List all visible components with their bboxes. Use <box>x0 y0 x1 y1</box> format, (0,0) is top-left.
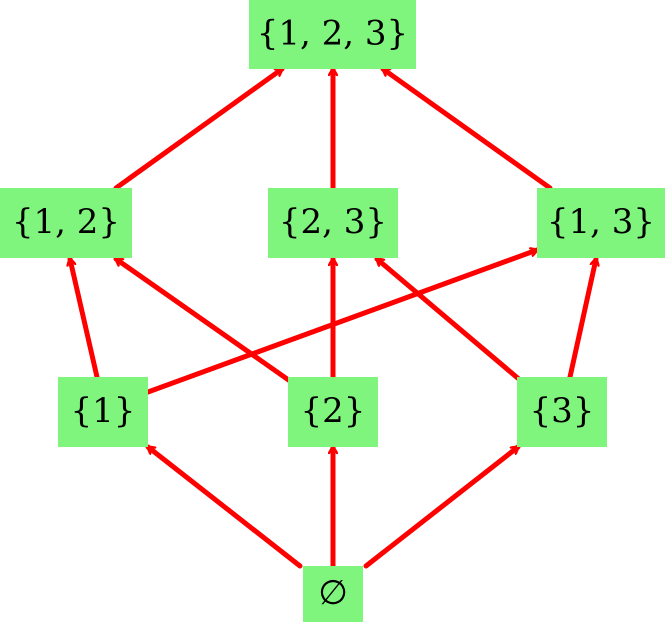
edges-layer <box>70 66 596 569</box>
node-box-n13 <box>537 188 665 258</box>
node-n23: {2, 3} <box>268 188 398 258</box>
edge-arrow-n3-n13 <box>567 256 596 380</box>
node-n1: {1} <box>58 377 148 447</box>
edge-arrow-n12-n123 <box>113 66 285 191</box>
node-n2: {2} <box>288 377 378 447</box>
node-box-empty <box>303 566 363 622</box>
node-label-n13: {1, 3} <box>547 202 655 242</box>
node-box-n12 <box>0 188 132 258</box>
node-box-n1 <box>58 377 148 447</box>
edge-arrow-n2-n12 <box>113 256 293 384</box>
node-n3: {3} <box>517 377 607 447</box>
node-box-n2 <box>288 377 378 447</box>
node-n13: {1, 3} <box>537 188 665 258</box>
node-box-n23 <box>268 188 398 258</box>
node-label-n1: {1} <box>71 391 136 431</box>
node-label-n123: {1, 2, 3} <box>257 14 408 54</box>
edge-arrow-n1-n13 <box>145 250 540 395</box>
node-label-n12: {1, 2} <box>12 202 120 242</box>
node-label-n23: {2, 3} <box>279 202 387 242</box>
node-label-n2: {2} <box>301 391 366 431</box>
node-n123: {1, 2, 3} <box>249 0 416 69</box>
node-box-n123 <box>249 0 416 69</box>
edge-arrow-n3-n23 <box>374 256 523 383</box>
edge-arrow-n1-n12 <box>70 256 100 380</box>
node-label-n3: {3} <box>530 391 595 431</box>
edge-arrow-n13-n123 <box>380 66 553 191</box>
node-empty: ∅ <box>303 566 363 622</box>
edge-arrow-empty-n3 <box>363 444 521 569</box>
node-n12: {1, 2} <box>0 188 132 258</box>
node-label-empty: ∅ <box>318 573 348 613</box>
node-box-n3 <box>517 377 607 447</box>
edge-arrow-empty-n1 <box>145 444 303 569</box>
